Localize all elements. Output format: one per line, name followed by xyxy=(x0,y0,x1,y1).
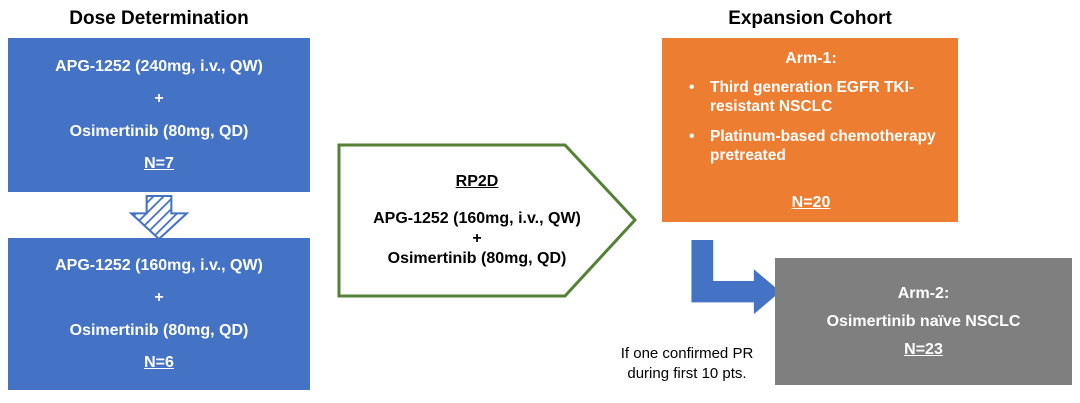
bullet-item: Third generation EGFR TKI-resistant NSCL… xyxy=(682,78,940,117)
striped-down-arrow-icon xyxy=(123,195,195,240)
plus-sign: + xyxy=(472,229,482,247)
arm1-bullet-list: Third generation EGFR TKI-resistant NSCL… xyxy=(682,78,940,166)
dose-box-160mg: APG-1252 (160mg, i.v., QW) + Osimertinib… xyxy=(8,238,310,390)
drug-line: APG-1252 (160mg, i.v., QW) xyxy=(373,209,581,227)
plus-sign: + xyxy=(154,90,164,108)
drug-line: Osimertinib (80mg, QD) xyxy=(69,122,249,140)
arm1-box: Arm-1: Third generation EGFR TKI-resista… xyxy=(662,38,958,222)
drug-line: APG-1252 (160mg, i.v., QW) xyxy=(55,257,263,275)
sample-size: N=6 xyxy=(144,353,174,371)
expansion-cohort-title: Expansion Cohort xyxy=(728,8,892,29)
drug-line: APG-1252 (240mg, i.v., QW) xyxy=(55,58,263,76)
dose-box-240mg: APG-1252 (240mg, i.v., QW) + Osimertinib… xyxy=(8,38,310,192)
note-line: If one confirmed PR xyxy=(620,345,754,362)
drug-line: Osimertinib (80mg, QD) xyxy=(387,249,567,267)
arm2-box: Arm-2: Osimertinib naïve NSCLC N=23 xyxy=(775,258,1072,385)
rp2d-title: RP2D xyxy=(455,172,499,190)
plus-sign: + xyxy=(154,289,164,307)
drug-line: Osimertinib naïve NSCLC xyxy=(826,312,1021,330)
sample-size: N=7 xyxy=(144,154,174,172)
drug-line: Osimertinib (80mg, QD) xyxy=(69,321,249,339)
sample-size: N=23 xyxy=(904,341,943,359)
rp2d-content: RP2D APG-1252 (160mg, i.v., QW) + Osimer… xyxy=(337,143,617,298)
bullet-item: Platinum-based chemotherapy pretreated xyxy=(682,127,940,166)
arm1-title: Arm-1: xyxy=(785,50,837,67)
rp2d-pentagon: RP2D APG-1252 (160mg, i.v., QW) + Osimer… xyxy=(337,143,637,298)
arm2-title: Arm-2: xyxy=(897,284,950,302)
condition-note: If one confirmed PR during first 10 pts. xyxy=(598,344,776,384)
note-line: during first 10 pts. xyxy=(627,364,747,382)
bent-right-arrow-icon xyxy=(682,240,786,318)
pentagon-outline-icon xyxy=(337,143,637,298)
sample-size: N=20 xyxy=(791,194,831,211)
dose-determination-title: Dose Determination xyxy=(69,8,249,29)
